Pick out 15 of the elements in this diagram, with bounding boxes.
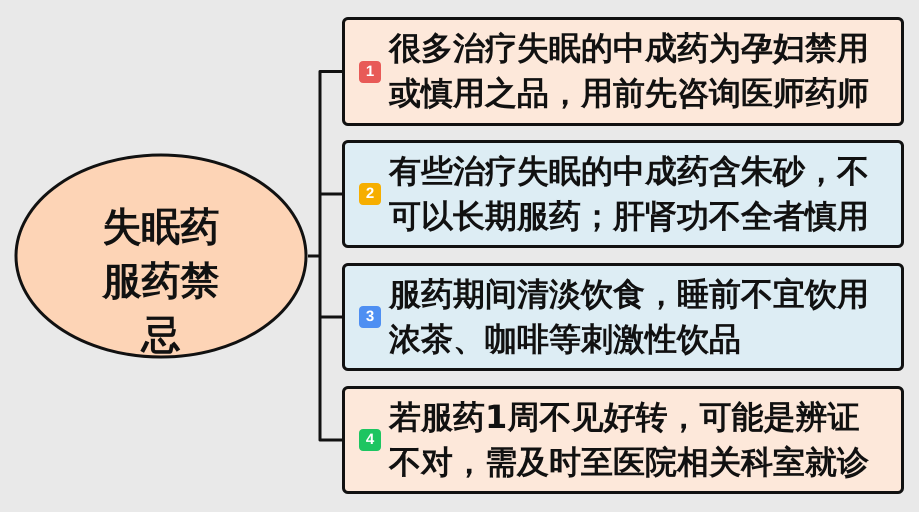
topic-ellipse — [14, 153, 308, 359]
item-text: 很多治疗失眠的中成药为孕妇禁用或慎用之品，用前先咨询医师药师 — [389, 28, 870, 114]
topic-title: 失眠药服药禁忌 — [100, 204, 220, 360]
item-box — [342, 386, 904, 494]
item-text: 若服药1周不见好转，可能是辨证不对，需及时至医院相关科室就诊 — [389, 397, 870, 483]
number-badge: 1 — [359, 60, 381, 82]
item-text: 服药期间清淡饮食，睡前不宜饮用浓茶、咖啡等刺激性饮品 — [389, 274, 870, 360]
item-box — [342, 17, 904, 126]
item-box — [342, 263, 904, 371]
item-text: 有些治疗失眠的中成药含朱砂，不可以长期服药；肝肾功不全者慎用 — [389, 151, 870, 237]
number-badge: 3 — [359, 306, 381, 328]
number-badge: 2 — [359, 183, 381, 205]
connector-line — [308, 254, 342, 442]
item-box — [342, 140, 904, 248]
number-badge: 4 — [359, 429, 381, 451]
